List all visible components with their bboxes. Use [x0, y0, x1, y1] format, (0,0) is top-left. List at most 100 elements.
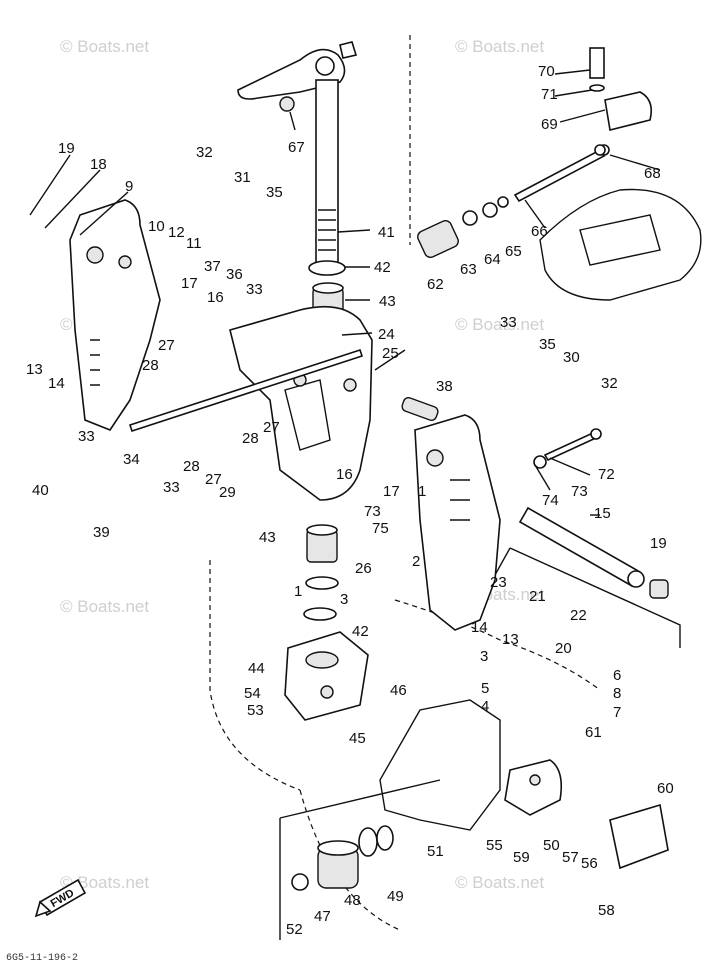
callout: 34 [123, 451, 140, 468]
callout: 32 [196, 144, 213, 161]
callout: 56 [581, 855, 598, 872]
callout: 33 [163, 479, 180, 496]
callout: 19 [58, 140, 75, 157]
callout: 28 [183, 458, 200, 475]
upper-mount-62 [417, 196, 509, 259]
steering-yoke-44 [284, 631, 369, 721]
callout: 31 [234, 169, 251, 186]
callout: 14 [48, 375, 65, 392]
watermark: © Boats.net [455, 37, 544, 56]
callout: 32 [601, 375, 618, 392]
callout: 27 [205, 471, 222, 488]
assembly-boundary [209, 35, 601, 931]
right-clamp-bracket [414, 414, 501, 631]
callout: 46 [390, 682, 407, 699]
callout: 43 [259, 529, 276, 546]
callout: 14 [471, 619, 488, 636]
callout: 30 [563, 349, 580, 366]
callout: 2 [412, 553, 420, 570]
callout: 63 [460, 261, 477, 278]
callout: 7 [613, 704, 621, 721]
bushing-43-lower [306, 524, 338, 563]
callout: 16 [207, 289, 224, 306]
callout: 60 [657, 780, 674, 797]
washer-26 [305, 576, 339, 590]
callout: 44 [248, 660, 265, 677]
subassembly-bracket [279, 547, 681, 940]
callout: 67 [288, 139, 305, 156]
footer-code: 6G5-11-196-2 [6, 953, 78, 964]
swivel-bracket-body [229, 305, 373, 501]
cover-56 [609, 803, 669, 870]
callout: 62 [427, 276, 444, 293]
callout: 37 [204, 258, 221, 275]
callout: 48 [344, 892, 361, 909]
callout: 49 [387, 888, 404, 905]
callout: 13 [502, 631, 519, 648]
callout: 61 [585, 724, 602, 741]
callout: 5 [481, 680, 489, 697]
callout: 43 [379, 293, 396, 310]
left-clamp-bracket [69, 199, 161, 431]
callout: 24 [378, 326, 395, 343]
callout: 57 [562, 849, 579, 866]
callout: 35 [266, 184, 283, 201]
callout: 66 [531, 223, 548, 240]
callout: 45 [349, 730, 366, 747]
callout: 28 [242, 430, 259, 447]
callout: 19 [650, 535, 667, 552]
callout: 36 [226, 266, 243, 283]
callout: 25 [382, 345, 399, 362]
callout: 27 [263, 419, 280, 436]
callout: 33 [246, 281, 263, 298]
callout: 59 [513, 849, 530, 866]
leader-lines [29, 69, 661, 516]
watermark: © Boats.net [60, 597, 149, 616]
callout: 52 [286, 921, 303, 938]
washer-42-upper [308, 260, 346, 276]
callout: 40 [32, 482, 49, 499]
callout: 47 [314, 908, 331, 925]
callout: 42 [374, 259, 391, 276]
steering-arm [237, 41, 358, 271]
through-bolt-66 [513, 144, 610, 203]
callout: 68 [644, 165, 661, 182]
watermark: © Boats.net [60, 37, 149, 56]
callout: 4 [481, 698, 489, 715]
callout: 17 [383, 483, 400, 500]
callout: 74 [542, 492, 559, 509]
callout: 53 [247, 702, 264, 719]
washer-42-lower [303, 607, 337, 621]
callout: 54 [244, 685, 261, 702]
watermark: © Boats.net [455, 315, 544, 334]
lower-housing-outline [379, 699, 501, 831]
callout: 38 [436, 378, 453, 395]
callout: 28 [142, 357, 159, 374]
callout: 69 [541, 116, 558, 133]
callout: 18 [90, 156, 107, 173]
callout: 16 [336, 466, 353, 483]
tilt-rod [128, 348, 364, 433]
callout: 33 [500, 314, 517, 331]
callout: 72 [598, 466, 615, 483]
callout: 1 [294, 583, 302, 600]
callout: 50 [543, 837, 560, 854]
callout: 51 [427, 843, 444, 860]
callout: 3 [340, 591, 348, 608]
callout: 35 [539, 336, 556, 353]
callout: 13 [26, 361, 43, 378]
callout: 70 [538, 63, 555, 80]
bolt-72 [533, 428, 602, 469]
callout: 15 [594, 505, 611, 522]
callout: 6 [613, 667, 621, 684]
callout: 12 [168, 224, 185, 241]
callout: 17 [181, 275, 198, 292]
callout: 55 [486, 837, 503, 854]
callout: 3 [480, 648, 488, 665]
shaft-38 [401, 396, 439, 422]
callout: 26 [355, 560, 372, 577]
callout-labels: 1 1 2 3 3 4 5 6 7 8 9 10 11 12 13 13 14 … [26, 63, 674, 938]
callout: 1 [418, 483, 426, 500]
callout: 58 [598, 902, 615, 919]
